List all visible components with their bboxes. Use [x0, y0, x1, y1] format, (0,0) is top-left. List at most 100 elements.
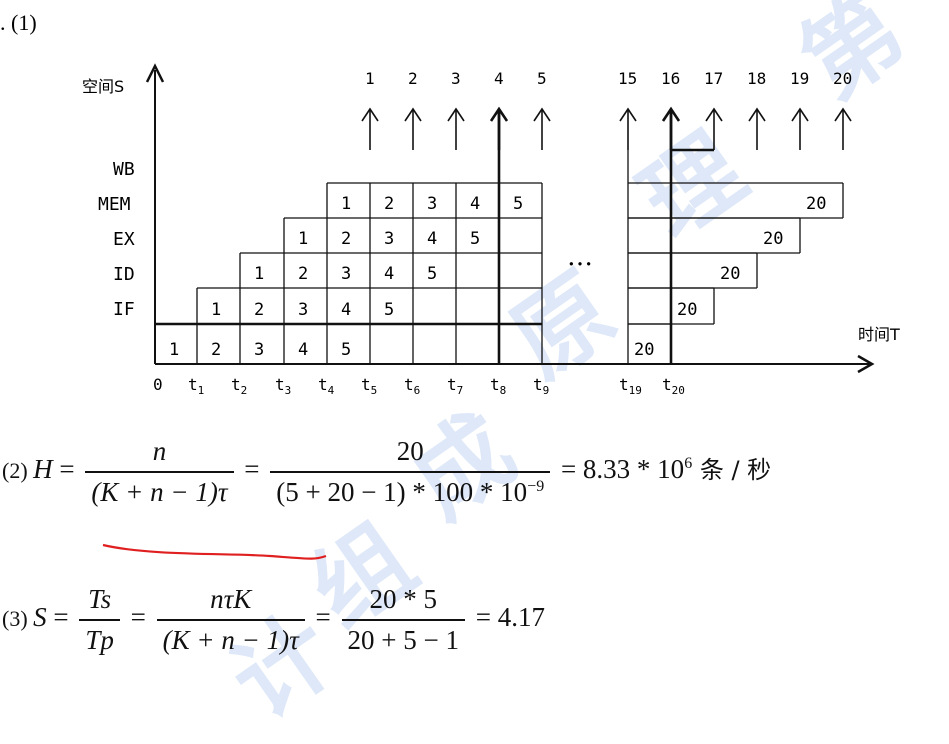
time-tick-label: t1 — [188, 375, 204, 397]
time-tick-label: t3 — [275, 375, 291, 397]
pipeline-cell: 1 — [298, 229, 308, 249]
equation-2: (2) H = n (K + n − 1)τ = 20 (5 + 20 − 1)… — [2, 436, 772, 508]
pipeline-cell: 2 — [341, 229, 351, 249]
pipeline-cell: 5 — [384, 300, 394, 320]
pipeline-cell: 4 — [470, 194, 480, 214]
pipeline-cell: 3 — [254, 340, 264, 360]
pipeline-cell: 20 — [763, 229, 783, 249]
equation-3: (3) S = Ts Tp = nτK (K + n − 1)τ = 20 * … — [2, 584, 545, 656]
time-tick-label: t4 — [318, 375, 335, 397]
eq3-fraction-3: 20 * 5 20 + 5 − 1 — [341, 584, 465, 656]
pipeline-cell: 2 — [384, 194, 394, 214]
eq3-var: S — [33, 602, 47, 633]
time-tick-label: t19 — [619, 375, 642, 397]
output-arrow-head — [533, 107, 551, 122]
output-label: 4 — [494, 69, 504, 88]
output-arrow-head — [404, 107, 422, 122]
part1-label: . (1) — [0, 10, 37, 35]
pipeline-cell: 20 — [720, 264, 740, 284]
output-label: 19 — [790, 69, 809, 88]
time-tick-label: t8 — [490, 375, 506, 397]
eq2-den2: (5 + 20 − 1) * 100 * 10 — [276, 477, 528, 507]
time-tick-label: t2 — [231, 375, 247, 397]
eq2-unit: 条 / 秒 — [692, 456, 772, 485]
output-label: 16 — [661, 69, 680, 88]
pipeline-cell: 1 — [211, 300, 221, 320]
stage-label-id: ID — [113, 264, 135, 285]
pipeline-grid-left — [154, 110, 543, 364]
eq2-result: = 8.33 * 10 — [560, 454, 685, 485]
eq3-num1: Ts — [79, 584, 120, 621]
eq3-fraction-1: Ts Tp — [79, 584, 120, 656]
eq2-num2: 20 — [270, 436, 551, 473]
pipeline-cell: 20 — [634, 340, 654, 360]
output-label: 17 — [704, 69, 723, 88]
eq3-den3: 20 + 5 − 1 — [347, 625, 459, 655]
pipeline-cell: 4 — [298, 340, 308, 360]
output-arrow-head — [361, 107, 379, 122]
pipeline-cell: 4 — [427, 229, 437, 249]
ellipsis: … — [567, 242, 593, 272]
eq2-fraction-1: n (K + n − 1)τ — [85, 436, 234, 508]
axes — [145, 63, 875, 374]
stage-label-wb: WB — [113, 159, 135, 180]
pipeline-grid-right — [627, 110, 844, 365]
pipeline-cell: 5 — [470, 229, 480, 249]
pipeline-cell: 5 — [513, 194, 523, 214]
output-label: 5 — [537, 69, 547, 88]
eq2-num1: n — [85, 436, 234, 473]
time-tick-label: t7 — [447, 375, 463, 397]
output-label: 1 — [365, 69, 375, 88]
pipeline-cell: 20 — [806, 194, 826, 214]
pipeline-cell: 2 — [298, 264, 308, 284]
pipeline-cell: 5 — [341, 340, 351, 360]
eq3-prefix: (3) — [2, 606, 34, 632]
eq3-result: = 4.17 — [475, 602, 545, 633]
origin-label: 0 — [153, 375, 163, 394]
pipeline-cell: 1 — [169, 340, 179, 360]
pipeline-cell: 5 — [427, 264, 437, 284]
pipeline-diagram: . (1) 空间S 时间T 0 WB MEM EX ID IF 1 2 3 4 5 1 2 3… — [0, 10, 900, 560]
pipeline-cell: 20 — [677, 300, 697, 320]
output-label: 20 — [833, 69, 852, 88]
y-axis-label: 空间S — [82, 77, 124, 96]
output-arrow-head — [791, 107, 809, 122]
stage-label-mem: MEM — [98, 194, 131, 215]
eq2-result-exp: 6 — [684, 455, 693, 473]
output-label: 15 — [618, 69, 637, 88]
pipeline-cell: 3 — [384, 229, 394, 249]
output-arrow-head — [705, 107, 723, 122]
pipeline-cell: 2 — [254, 300, 264, 320]
output-label: 18 — [747, 69, 766, 88]
eq2-var: H — [33, 454, 53, 485]
output-arrow-head — [447, 107, 465, 122]
output-arrow-head — [834, 107, 852, 122]
pipeline-cells-right: 20 20 20 20 20 — [634, 194, 826, 360]
eq3-num2: nτK — [156, 584, 305, 621]
pipeline-cell: 4 — [341, 300, 351, 320]
eq2-den1: (K + n − 1)τ — [91, 477, 228, 507]
pipeline-cell: 4 — [384, 264, 394, 284]
eq2-den2-exp: −9 — [527, 478, 545, 495]
eq3-den1: Tp — [85, 625, 114, 655]
output-arrows — [361, 106, 852, 150]
time-tick-label: t6 — [404, 375, 420, 397]
stage-label-ex: EX — [113, 229, 135, 250]
time-tick-label: t9 — [533, 375, 549, 397]
output-arrow-head — [619, 107, 637, 122]
pipeline-cell: 3 — [298, 300, 308, 320]
eq2-prefix: (2) — [2, 458, 34, 484]
pipeline-cell: 1 — [254, 264, 264, 284]
output-arrow-head — [748, 107, 766, 122]
eq3-den2: (K + n − 1)τ — [162, 625, 299, 655]
output-arrow-head — [661, 106, 681, 122]
time-tick-label: t20 — [662, 375, 685, 397]
eq2-fraction-2: 20 (5 + 20 − 1) * 100 * 10−9 — [270, 436, 551, 508]
pipeline-cell: 1 — [341, 194, 351, 214]
pipeline-cell: 3 — [427, 194, 437, 214]
output-arrow-head — [489, 106, 509, 122]
red-underline — [102, 543, 327, 560]
stage-labels: WB MEM EX ID IF — [98, 159, 135, 320]
x-axis-label: 时间T — [858, 325, 900, 344]
